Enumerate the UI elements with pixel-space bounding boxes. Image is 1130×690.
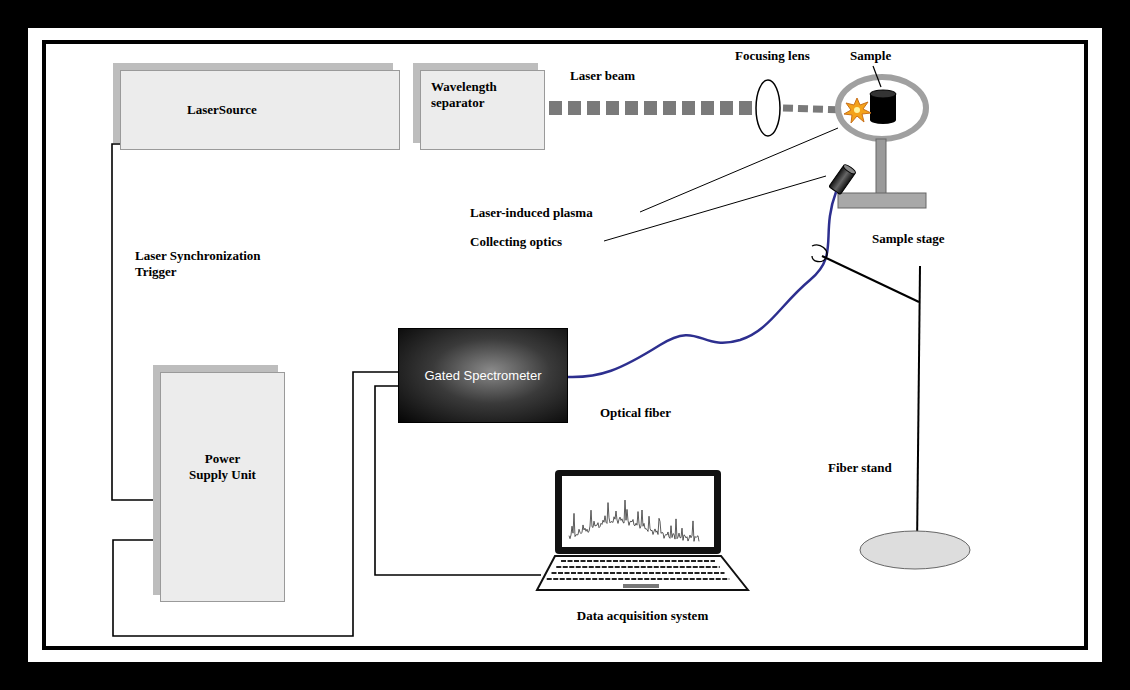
touchpad	[623, 584, 659, 588]
fiber-stand-base	[860, 531, 970, 569]
node-text: Wavelength separator	[431, 79, 534, 110]
focusing-lens	[756, 80, 780, 136]
fiber-label: Optical fiber	[600, 405, 671, 421]
focused-beam	[783, 108, 842, 110]
laptop-screen	[555, 470, 721, 554]
beam-label: Laser beam	[570, 68, 635, 84]
keyboard-row	[556, 566, 719, 568]
leader-line	[873, 66, 881, 87]
fiber-stand-pole	[917, 266, 920, 548]
inner-frame	[44, 42, 1086, 648]
spectrometer-box: Gated Spectrometer	[398, 328, 568, 423]
stand-label: Fiber stand	[828, 460, 892, 476]
laser-beam	[549, 101, 754, 115]
plasma-core	[854, 107, 860, 113]
lens-label: Focusing lens	[735, 48, 810, 64]
power-supply-box: Power Supply Unit	[160, 372, 285, 602]
node-text: Power Supply Unit	[188, 451, 258, 482]
collecting-optics	[829, 163, 857, 194]
laser-source-box: LaserSource	[120, 70, 400, 150]
sample-top	[870, 90, 896, 98]
leader-line	[604, 176, 826, 241]
laptop-icon	[535, 468, 750, 593]
laptop-base	[537, 556, 748, 590]
leader-line	[640, 128, 838, 212]
laptop: Data acquisition system	[535, 468, 750, 628]
node-text: Gated Spectrometer	[424, 368, 541, 384]
stage-post	[876, 139, 886, 194]
fiber-clamp	[812, 245, 827, 262]
screen-area	[562, 476, 714, 547]
power-cable	[113, 372, 398, 636]
wavelength-separator-box: Wavelength separator	[420, 70, 545, 150]
fiber-stand-arm	[822, 256, 919, 302]
node-text: LaserSource	[187, 102, 257, 118]
plasma	[844, 98, 871, 123]
sample-ring	[838, 77, 926, 139]
frame	[28, 28, 1102, 662]
keyboard-row	[552, 572, 725, 574]
node-text: Data acquisition system	[577, 608, 708, 624]
stage-label: Sample stage	[872, 231, 945, 247]
keyboard-row	[547, 578, 730, 580]
keyboard-row	[561, 560, 715, 562]
plasma-label: Laser-induced plasma	[470, 205, 593, 221]
trigger-label: Laser Synchronization Trigger	[135, 248, 305, 279]
spectrum-plot	[569, 500, 699, 541]
sample-label: Sample	[850, 48, 891, 64]
optical-fiber	[568, 192, 836, 377]
sample-bottom	[870, 116, 896, 124]
stage-base	[838, 193, 926, 208]
power-cable	[112, 144, 160, 500]
optics-label: Collecting optics	[470, 234, 562, 250]
